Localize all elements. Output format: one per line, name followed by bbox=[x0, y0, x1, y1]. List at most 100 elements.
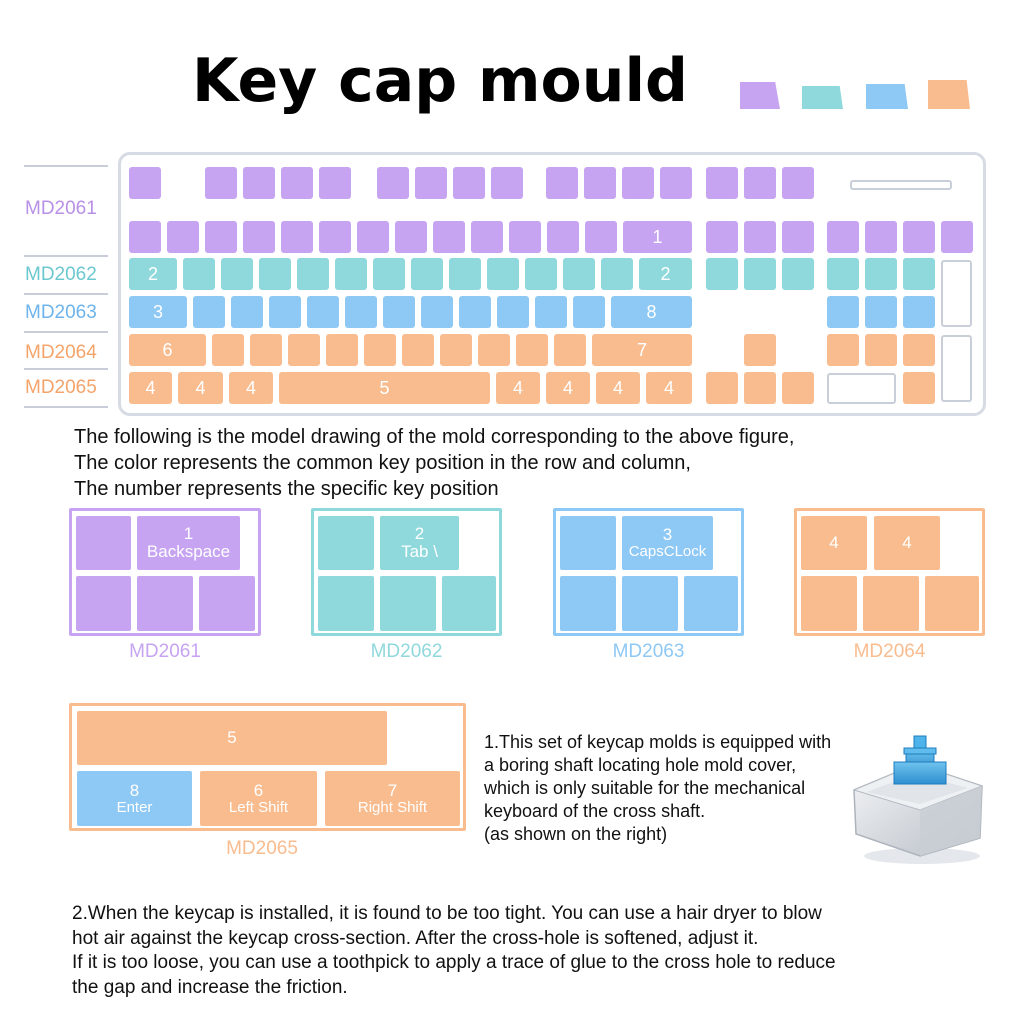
mold-key bbox=[863, 576, 919, 631]
mold-key bbox=[925, 576, 979, 631]
keyboard-key bbox=[433, 221, 465, 253]
keyboard-key bbox=[554, 334, 586, 366]
numpad-zero-key bbox=[827, 373, 896, 404]
keyboard-key bbox=[377, 167, 409, 199]
mold-key bbox=[801, 576, 857, 631]
mold-key bbox=[137, 576, 193, 631]
mold-key-backspace: 1 Backspace bbox=[137, 516, 240, 570]
keyboard-key bbox=[269, 296, 301, 328]
blue-swatch bbox=[866, 84, 908, 109]
keyboard-key bbox=[357, 221, 389, 253]
row-label-md2065: MD2065 bbox=[25, 377, 97, 398]
keyboard-key bbox=[471, 221, 503, 253]
keyboard-key bbox=[585, 221, 617, 253]
key-number: 6 bbox=[253, 780, 264, 800]
mold-key bbox=[560, 516, 616, 570]
keyboard-key bbox=[706, 167, 738, 199]
keyboard-key bbox=[903, 296, 935, 328]
orange-swatch bbox=[928, 80, 970, 109]
keyboard-key bbox=[167, 221, 199, 253]
keyboard-key bbox=[326, 334, 358, 366]
right-shift-key: 7 bbox=[592, 334, 692, 366]
keyboard-key bbox=[491, 167, 523, 199]
backslash-key: 2 bbox=[639, 258, 692, 290]
keyboard-key bbox=[205, 167, 237, 199]
note-line: keyboard of the cross shaft. bbox=[484, 801, 706, 821]
keyboard-key bbox=[319, 167, 351, 199]
mold-key-spacebar: 5 bbox=[77, 711, 387, 765]
mold-key bbox=[76, 516, 131, 570]
mold-label-md2061: MD2061 bbox=[129, 641, 201, 662]
keyboard-key bbox=[288, 334, 320, 366]
tab-key: 2 bbox=[129, 258, 177, 290]
keyboard-key bbox=[205, 221, 237, 253]
keyboard-key bbox=[509, 221, 541, 253]
bottom-modifier-key: 4 bbox=[496, 372, 540, 404]
key-number: 4 bbox=[902, 533, 912, 553]
mold-label-md2063: MD2063 bbox=[612, 641, 685, 662]
keyboard-slot bbox=[850, 180, 952, 190]
page-title: Key cap mould bbox=[192, 46, 688, 116]
key-name: CapsCLock bbox=[628, 543, 707, 561]
key-number: 4 bbox=[829, 533, 839, 553]
mold-md2065: 5 8 Enter 6 Left Shift 7 Right Shift bbox=[69, 703, 466, 831]
note-line: 2.When the keycap is installed, it is fo… bbox=[72, 903, 822, 924]
teal-swatch bbox=[802, 86, 843, 109]
arrow-up-key bbox=[744, 334, 776, 366]
mold-md2061: 1 Backspace bbox=[69, 508, 261, 636]
row-label-md2064: MD2064 bbox=[25, 342, 97, 363]
mechanical-switch-image bbox=[852, 735, 984, 864]
row-divider bbox=[24, 368, 108, 370]
keyboard-key bbox=[865, 334, 897, 366]
mold-label-md2062: MD2062 bbox=[370, 641, 443, 662]
keyboard-key bbox=[373, 258, 405, 290]
description-line: The following is the model drawing of th… bbox=[74, 426, 795, 448]
keyboard-key bbox=[601, 258, 633, 290]
key-name: Backspace bbox=[146, 542, 231, 561]
left-shift-key: 6 bbox=[129, 334, 206, 366]
keyboard-key bbox=[525, 258, 557, 290]
mold-key-tab: 2 Tab \ bbox=[380, 516, 459, 570]
keyboard-key bbox=[547, 221, 579, 253]
keyboard-key bbox=[622, 167, 654, 199]
mold-key bbox=[622, 576, 678, 631]
arrow-down-key bbox=[744, 372, 776, 404]
note-line: which is only suitable for the mechanica… bbox=[484, 778, 806, 798]
backspace-key: 1 bbox=[623, 221, 692, 253]
keyboard-key bbox=[415, 167, 447, 199]
keyboard-key bbox=[903, 258, 935, 290]
key-name: Tab \ bbox=[401, 542, 438, 561]
keyboard-key bbox=[535, 296, 567, 328]
row-divider bbox=[24, 165, 108, 167]
keyboard-key bbox=[453, 167, 485, 199]
keyboard-key bbox=[706, 221, 738, 253]
key-number: 7 bbox=[387, 780, 398, 800]
mold-md2063: 3 CapsCLock bbox=[553, 508, 744, 636]
keyboard-key bbox=[129, 167, 161, 199]
mold-key-enter: 8 Enter bbox=[77, 771, 192, 826]
keyboard-key bbox=[865, 221, 897, 253]
key-name: Right Shift bbox=[357, 798, 428, 816]
row-divider bbox=[24, 406, 108, 408]
mold-key-left-shift: 6 Left Shift bbox=[200, 771, 317, 826]
key-name: Left Shift bbox=[228, 798, 289, 816]
mold-key bbox=[442, 576, 496, 631]
mold-key: 4 bbox=[801, 516, 867, 570]
mold-md2062: 2 Tab \ bbox=[311, 508, 502, 636]
keyboard-key bbox=[827, 221, 859, 253]
keyboard-key bbox=[903, 372, 935, 404]
bottom-modifier-key: 4 bbox=[229, 372, 273, 404]
key-number: 1 bbox=[183, 524, 194, 544]
mold-key bbox=[318, 516, 374, 570]
keyboard-key bbox=[827, 296, 859, 328]
bottom-modifier-key: 4 bbox=[596, 372, 640, 404]
description-line: The color represents the common key posi… bbox=[74, 452, 691, 474]
keyboard-key bbox=[193, 296, 225, 328]
mold-key bbox=[684, 576, 738, 631]
enter-key: 8 bbox=[611, 296, 692, 328]
row-label-md2063: MD2063 bbox=[25, 302, 97, 323]
keyboard-key bbox=[421, 296, 453, 328]
keyboard-key bbox=[259, 258, 291, 290]
keyboard-key bbox=[129, 221, 161, 253]
keyboard-key bbox=[903, 221, 935, 253]
